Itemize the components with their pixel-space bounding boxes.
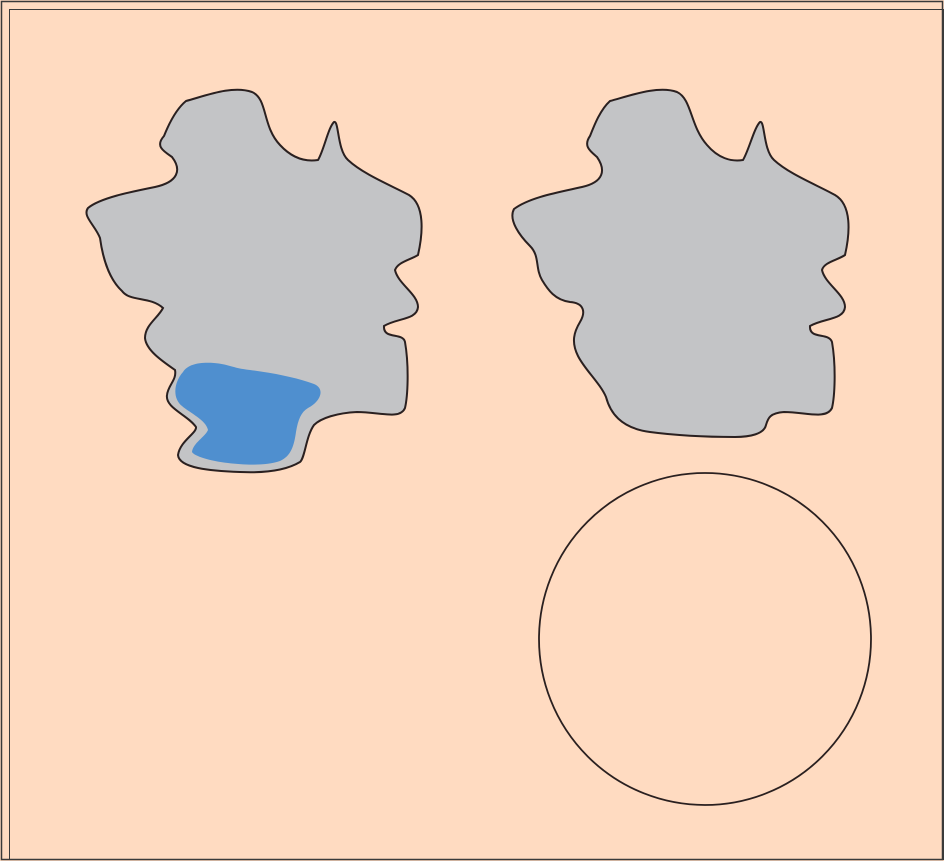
diagram-svg xyxy=(0,0,944,861)
background xyxy=(0,0,944,861)
diagram-canvas xyxy=(0,0,944,861)
